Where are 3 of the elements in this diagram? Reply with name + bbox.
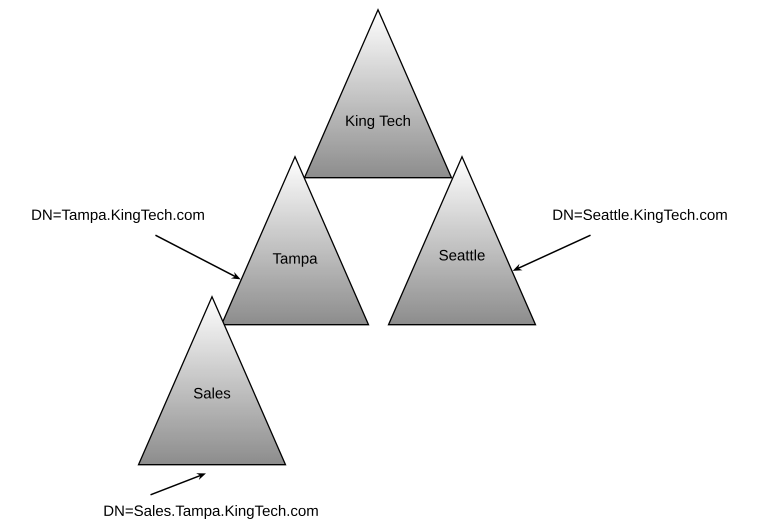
dn-label: DN=Seattle.KingTech.com — [553, 209, 727, 223]
dn-label: DN=Sales.Tampa.KingTech.com — [104, 505, 318, 519]
dn-label: DN=Tampa.KingTech.com — [32, 209, 204, 223]
